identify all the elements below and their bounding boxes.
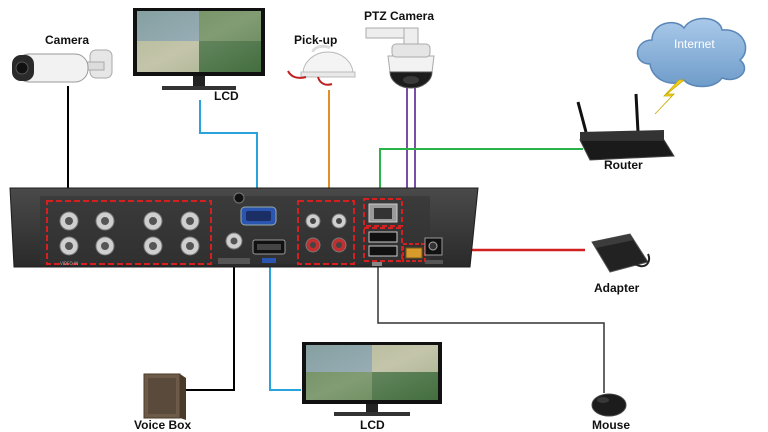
monitor-stand: [193, 76, 205, 86]
router: [576, 93, 675, 161]
lcd-monitor-top: [133, 8, 265, 90]
ptz-housing: [387, 55, 435, 73]
rca-ports: [305, 213, 347, 253]
usb-highlight: [363, 227, 403, 262]
voicebox-cable: [183, 243, 235, 391]
lcd-bottom-label: LCD: [360, 418, 385, 432]
lcd-top-label: LCD: [214, 89, 239, 103]
usb-port: [368, 231, 398, 243]
pickup-wires: [287, 70, 307, 79]
bullet-camera: [12, 49, 113, 83]
mouse-body: [591, 393, 627, 417]
pickup-label: Pick-up: [294, 33, 337, 47]
mouse-label: Mouse: [592, 418, 630, 432]
router-body: [579, 139, 675, 161]
lcd-monitor-bottom: [302, 342, 442, 416]
mouse: [591, 393, 627, 417]
ptz-camera: [365, 27, 435, 89]
router-cable: [379, 148, 583, 200]
rs485-terminal: [405, 247, 423, 259]
mouse-cable: [377, 267, 605, 393]
lcd-bottom-cable: [269, 261, 301, 391]
video-inputs-highlight: [46, 200, 212, 265]
adapter-label: Adapter: [594, 281, 640, 295]
ptz-camera-label: PTZ Camera: [364, 9, 434, 23]
internet-label: Internet: [674, 37, 715, 51]
cloud-shape: [636, 17, 747, 88]
router-label: Router: [604, 158, 643, 172]
ground-screw: [233, 192, 245, 204]
voice-box-speaker: [143, 373, 186, 420]
svg-text:VIDEO IN: VIDEO IN: [60, 261, 78, 266]
lightning-icon: [654, 79, 686, 115]
camera-lens: [15, 61, 29, 75]
power-adapter: [591, 233, 651, 273]
monitor-stand: [366, 404, 378, 412]
router-antenna: [634, 93, 640, 133]
camera-label: Camera: [45, 33, 89, 47]
monitor-base: [162, 86, 236, 90]
router-antenna: [576, 101, 588, 133]
internet-cloud: [636, 17, 747, 115]
lcd-top-cable: [199, 100, 258, 198]
pickup-dome: [302, 51, 354, 75]
dvr-recorder: VIDEO IN: [9, 187, 479, 268]
bnc-ports: [59, 211, 200, 256]
pickup-base: [300, 71, 356, 78]
audio-inputs-highlight: [297, 200, 355, 265]
lan-highlight: [363, 198, 403, 227]
voice-box-label: Voice Box: [134, 418, 191, 432]
adapter-cord: [631, 253, 651, 268]
monitor-base: [334, 412, 410, 416]
usb-port: [368, 245, 398, 257]
pickup-microphone: [287, 44, 356, 86]
